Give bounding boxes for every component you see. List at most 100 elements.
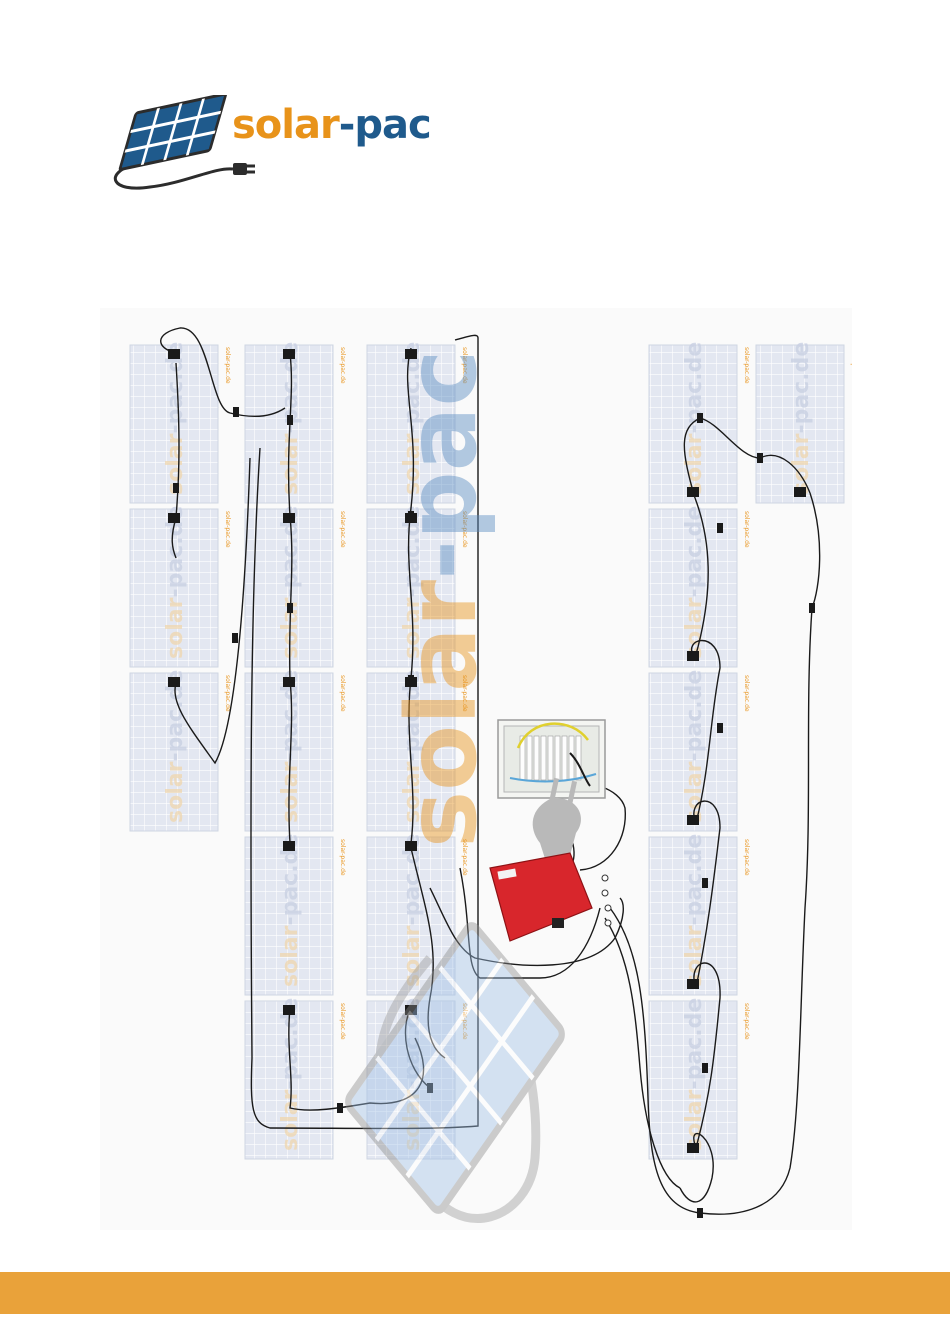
watermark-panel-frame bbox=[345, 922, 565, 1214]
panel-cells bbox=[366, 1000, 456, 1160]
cable bbox=[679, 962, 721, 1203]
wire-black bbox=[569, 752, 591, 787]
cable bbox=[404, 1007, 431, 1089]
junction-box bbox=[405, 841, 417, 851]
panel-watermark: solar-pac.de bbox=[682, 998, 707, 1151]
cable bbox=[410, 847, 446, 1059]
panel-brand-label: solar-pac.de bbox=[224, 347, 231, 384]
breaker bbox=[547, 735, 554, 781]
panel-watermark: solar-pac.de bbox=[682, 834, 707, 987]
cable-connector bbox=[232, 633, 238, 643]
watermark-text: solar-pac bbox=[386, 350, 498, 848]
junction-box bbox=[794, 487, 806, 497]
panel-cells bbox=[648, 672, 738, 832]
brand-name-part2: pac bbox=[354, 102, 431, 148]
panel-brand-label: solar-pac.de bbox=[339, 511, 346, 548]
cable bbox=[429, 887, 624, 967]
panel-cells bbox=[648, 836, 738, 996]
cable-connector bbox=[697, 1208, 703, 1218]
cable bbox=[160, 327, 286, 417]
panel-watermark: solar-pac.de bbox=[163, 506, 188, 659]
plug-body bbox=[532, 797, 582, 868]
cable bbox=[459, 867, 601, 979]
solar-panel: solar-pac.de solar-pac.de bbox=[244, 834, 346, 996]
plug-icon bbox=[532, 777, 582, 868]
breaker bbox=[540, 735, 547, 781]
panel-watermark: solar-pac.de bbox=[278, 834, 303, 987]
cable-connector bbox=[809, 603, 815, 613]
solar-panel: solar-pac.de solar-pac.de bbox=[129, 506, 231, 668]
cable-connector bbox=[287, 603, 293, 613]
cable-connector bbox=[408, 675, 414, 685]
junction-box bbox=[283, 841, 295, 851]
brand-name-part1: solar bbox=[232, 102, 340, 148]
inverter-port bbox=[601, 889, 609, 897]
inverter-display bbox=[497, 868, 517, 880]
logo-solar-panel-icon bbox=[113, 95, 255, 190]
panel-cells bbox=[129, 672, 219, 832]
watermark-panel bbox=[345, 922, 565, 1214]
junction-box bbox=[283, 677, 295, 687]
solar-panel: solar-pac.de solar-pac.de bbox=[648, 670, 750, 832]
breaker bbox=[561, 735, 568, 781]
panel-brand-label: solar-pac.de bbox=[461, 347, 468, 384]
plug-pin bbox=[549, 777, 560, 801]
footer-bar bbox=[0, 1272, 950, 1314]
panel-watermark: solar-pac.de bbox=[682, 670, 707, 823]
watermark-panel-line bbox=[405, 994, 536, 1179]
cable bbox=[604, 917, 681, 1189]
panel-brand-label: solar-pac.de bbox=[743, 347, 750, 384]
watermark-layer: solar-pac bbox=[345, 350, 565, 1223]
watermark-panel-line bbox=[438, 965, 535, 1081]
cable bbox=[691, 497, 721, 989]
cable bbox=[250, 334, 479, 1130]
inverter-port bbox=[604, 904, 612, 912]
inverter-switch bbox=[552, 918, 564, 928]
equipment bbox=[489, 719, 612, 942]
panel-brand-label: solar-pac.de bbox=[743, 675, 750, 712]
junction-box bbox=[168, 677, 180, 687]
panel-cells bbox=[244, 836, 334, 996]
distribution-box bbox=[497, 719, 606, 799]
cable bbox=[171, 362, 180, 559]
cable bbox=[683, 417, 811, 499]
panel-brand-label: solar-pac.de bbox=[339, 839, 346, 876]
junction-box bbox=[283, 349, 295, 359]
junction-box bbox=[405, 1005, 417, 1015]
breaker bbox=[554, 735, 561, 781]
junction-box bbox=[687, 1143, 699, 1153]
panel-brand-label: solar-pac.de bbox=[224, 511, 231, 548]
watermark-panel-line bbox=[374, 957, 505, 1142]
panel-brand-label: solar-pac.de bbox=[743, 1003, 750, 1040]
cable-connector bbox=[287, 415, 293, 425]
cable-connector bbox=[408, 511, 414, 521]
solar-panel: solar-pac.de solar-pac.de bbox=[648, 998, 750, 1160]
cable-connector bbox=[697, 413, 703, 423]
cable-connector bbox=[337, 1103, 343, 1113]
panel-cells bbox=[648, 344, 738, 504]
junction-box bbox=[168, 349, 180, 359]
junction-box bbox=[687, 979, 699, 989]
cable-connector bbox=[427, 1083, 433, 1093]
panel-cells bbox=[366, 836, 456, 996]
panel-cells bbox=[648, 1000, 738, 1160]
junction-box bbox=[283, 513, 295, 523]
cable bbox=[174, 457, 251, 765]
panel-brand-label: solar-pac.de bbox=[224, 675, 231, 712]
junction-box bbox=[283, 1005, 295, 1015]
panel-brand-label: solar-pac.de bbox=[743, 511, 750, 548]
cables bbox=[160, 327, 821, 1218]
panel-brand-label: solar-pac.de bbox=[339, 675, 346, 712]
cable-connector bbox=[717, 523, 723, 533]
cable bbox=[406, 347, 415, 844]
